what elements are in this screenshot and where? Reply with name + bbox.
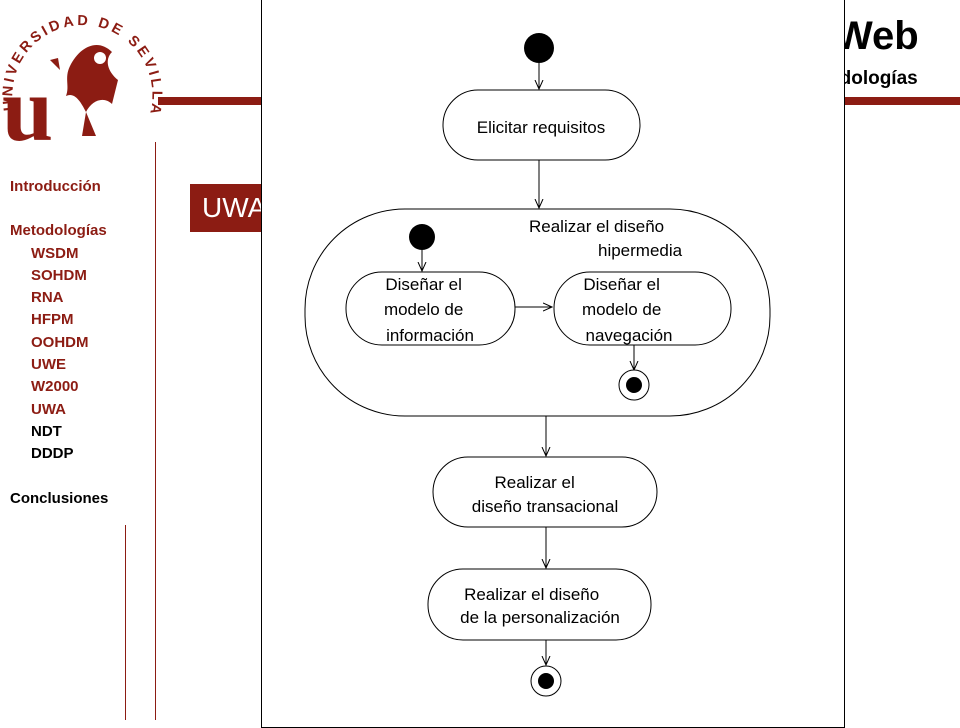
nav-item-w2000[interactable]: W2000 xyxy=(31,378,79,396)
sidebar-divider xyxy=(155,142,156,720)
logo-monogram: u xyxy=(2,58,53,150)
nav-conclusiones[interactable]: Conclusiones xyxy=(10,489,109,507)
nav-item-ndt[interactable]: NDT xyxy=(31,422,62,440)
activity-diseno-hipermedia[interactable] xyxy=(304,208,771,417)
activity-diseno-transacional[interactable] xyxy=(432,456,658,528)
activity-label: Realizar el diseño transacional xyxy=(472,473,618,516)
activity-label: Diseñar el modelo de información xyxy=(384,275,474,345)
angel-emblem xyxy=(50,44,118,136)
header-title: Web xyxy=(835,14,919,58)
nav-introduccion[interactable]: Introducción xyxy=(10,178,101,195)
activity-label: Elicitar requisitos xyxy=(477,118,606,137)
activity-diagram: Elicitar requisitos Realizar el diseño h… xyxy=(304,33,771,697)
activity-label: Diseñar el modelo de navegación xyxy=(582,275,673,345)
activity-elicitar-requisitos[interactable] xyxy=(442,89,641,161)
initial-node xyxy=(524,33,554,63)
nav-metodologias[interactable]: Metodologías xyxy=(10,222,107,240)
activity-label: Realizar el diseño de la personalización xyxy=(460,585,620,627)
nav-item-sohdm[interactable]: SOHDM xyxy=(31,266,87,284)
inner-initial-node xyxy=(409,224,435,250)
final-node xyxy=(538,673,554,689)
nav-item-dddp[interactable]: DDDP xyxy=(31,445,74,463)
activity-label: Realizar el diseño hipermedia xyxy=(529,217,683,260)
header-subtitle: odologías xyxy=(828,68,918,89)
nav-item-hfpm[interactable]: HFPM xyxy=(31,311,74,329)
nav-item-wsdm[interactable]: WSDM xyxy=(31,244,79,262)
university-logo: UNIVERSIDAD DE SEVILLA u xyxy=(0,13,161,150)
inner-final-node xyxy=(626,377,642,393)
nav-item-oohdm[interactable]: OOHDM xyxy=(31,333,89,351)
activity-diseno-personalizacion[interactable] xyxy=(427,568,652,641)
nav-item-uwa[interactable]: UWA xyxy=(31,400,66,418)
activity-modelo-navegacion[interactable] xyxy=(553,271,732,346)
sidebar-divider-short xyxy=(125,525,126,720)
nav-item-uwe[interactable]: UWE xyxy=(31,356,66,374)
nav-gap xyxy=(10,466,150,488)
sidebar-nav: Introducción Metodologías WSDM SOHDM RNA… xyxy=(10,176,150,510)
activity-modelo-informacion[interactable] xyxy=(345,271,516,346)
nav-item-rna[interactable]: RNA xyxy=(31,289,64,307)
nav-gap xyxy=(10,198,150,220)
